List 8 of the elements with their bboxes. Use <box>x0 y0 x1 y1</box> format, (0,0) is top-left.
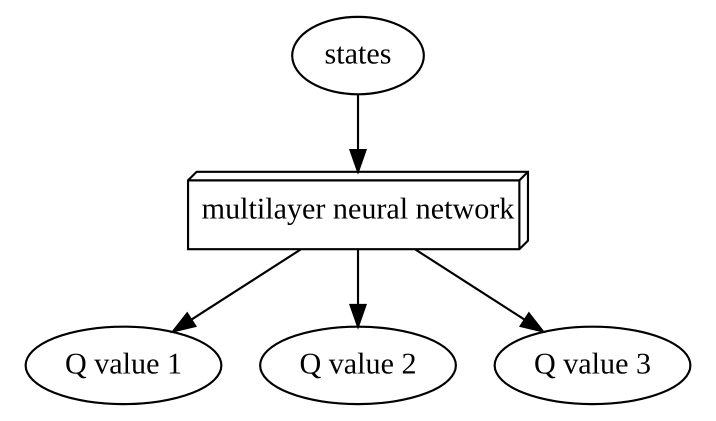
node-ellipse: Q value 2 <box>259 326 457 406</box>
arrow <box>348 94 368 175</box>
node-ellipse: states <box>291 16 425 96</box>
node-ellipse: Q value 3 <box>494 326 692 406</box>
arrow <box>170 248 302 334</box>
node-ellipse: Q value 1 <box>24 326 222 406</box>
arrow <box>348 250 368 330</box>
arrow <box>414 248 546 334</box>
